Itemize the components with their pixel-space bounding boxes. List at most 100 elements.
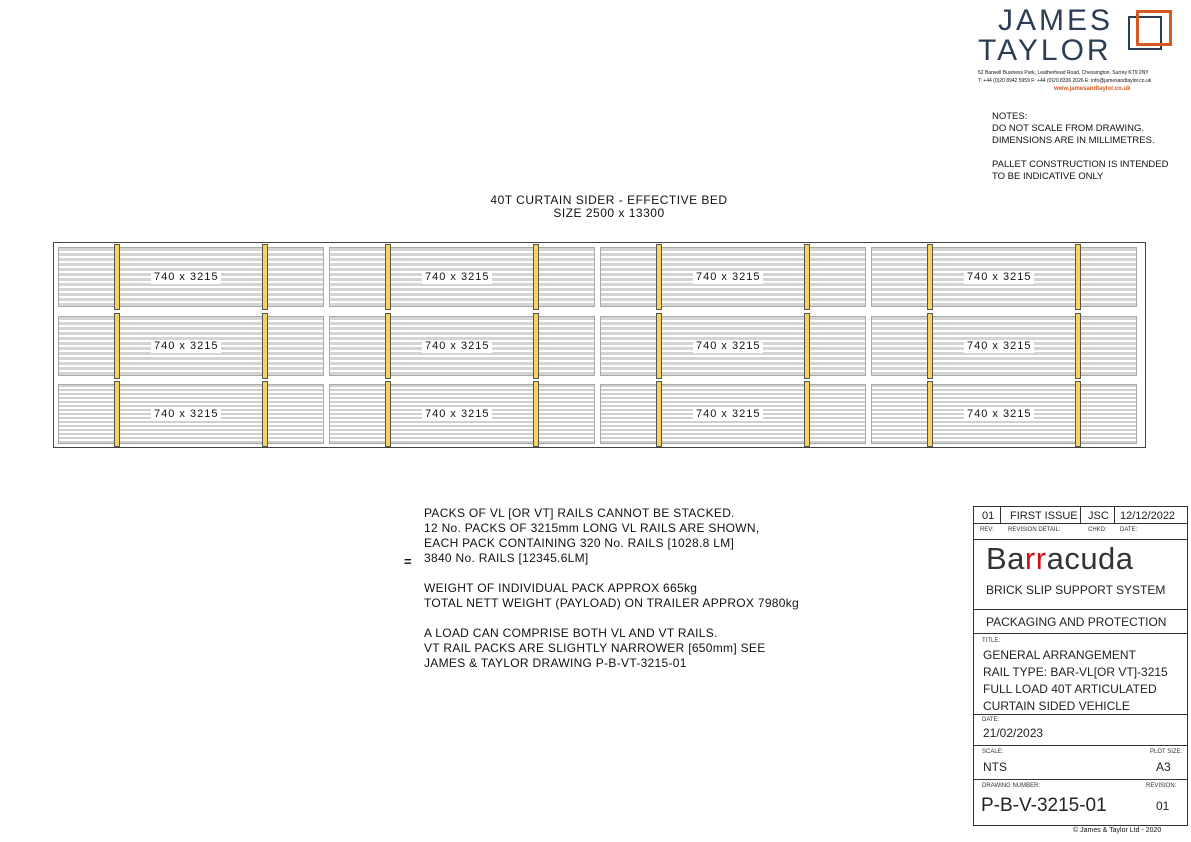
rail-pack: 740 x 3215 bbox=[329, 247, 595, 307]
rev-value: 01 bbox=[982, 510, 995, 522]
timber-bearer bbox=[927, 381, 933, 447]
rail-pack: 740 x 3215 bbox=[600, 316, 866, 376]
company-website[interactable]: www.jamesandtaylor.co.uk bbox=[1054, 86, 1131, 92]
info-line: VT RAIL PACKS ARE SLIGHTLY NARROWER [650… bbox=[424, 641, 766, 655]
drawing-notes: NOTES: DO NOT SCALE FROM DRAWING. DIMENS… bbox=[992, 111, 1182, 183]
logo-word-james: JAMES bbox=[998, 4, 1114, 37]
drawing-title: GENERAL ARRANGEMENT RAIL TYPE: BAR-VL[OR… bbox=[983, 647, 1168, 715]
note-line: TO BE INDICATIVE ONLY bbox=[992, 171, 1104, 182]
rail-pack: 740 x 3215 bbox=[600, 384, 866, 444]
rail-pack: 740 x 3215 bbox=[600, 247, 866, 307]
rail-pack: 740 x 3215 bbox=[871, 247, 1137, 307]
timber-bearer bbox=[1075, 381, 1081, 447]
brand-logo: Barracuda bbox=[986, 541, 1134, 577]
pack-dimension-label: 740 x 3215 bbox=[964, 271, 1035, 284]
timber-bearer bbox=[262, 244, 268, 310]
timber-bearer bbox=[533, 313, 539, 379]
copyright: © James & Taylor Ltd - 2020 bbox=[1073, 827, 1162, 834]
pack-dimension-label: 740 x 3215 bbox=[964, 408, 1035, 421]
rail-pack: 740 x 3215 bbox=[58, 384, 324, 444]
timber-bearer bbox=[656, 244, 662, 310]
info-line: WEIGHT OF INDIVIDUAL PACK APPROX 665kg bbox=[424, 581, 698, 595]
timber-bearer bbox=[262, 381, 268, 447]
info-line bbox=[424, 566, 799, 581]
timber-bearer bbox=[533, 244, 539, 310]
title-block: 01 FIRST ISSUE JSC 12/12/2022 REV: REVIS… bbox=[973, 506, 1188, 826]
rail-pack: 740 x 3215 bbox=[871, 316, 1137, 376]
bed-title-line1: 40T CURTAIN SIDER - EFFECTIVE BED bbox=[490, 193, 728, 207]
drawing-title-line: CURTAIN SIDED VEHICLE bbox=[983, 699, 1130, 713]
pack-dimension-label: 740 x 3215 bbox=[422, 340, 493, 353]
info-line: PACKS OF VL [OR VT] RAILS CANNOT BE STAC… bbox=[424, 506, 735, 520]
section-title: PACKAGING AND PROTECTION bbox=[986, 615, 1167, 629]
pack-dimension-label: 740 x 3215 bbox=[422, 271, 493, 284]
timber-bearer bbox=[656, 381, 662, 447]
timber-bearer bbox=[1075, 244, 1081, 310]
pack-dimension-label: 740 x 3215 bbox=[422, 408, 493, 421]
company-logo: JAMES TAYLOR 52 Barwell Business Park, L… bbox=[976, 4, 1188, 100]
timber-bearer bbox=[114, 313, 120, 379]
timber-bearer bbox=[804, 244, 810, 310]
revision-detail-value: FIRST ISSUE bbox=[1010, 510, 1078, 522]
revision-detail-label: REVISION DETAIL: bbox=[1008, 527, 1061, 533]
info-line: JAMES & TAYLOR DRAWING P-B-VT-3215-01 bbox=[424, 656, 687, 670]
equals-sign: = bbox=[404, 554, 412, 569]
rail-pack: 740 x 3215 bbox=[329, 384, 595, 444]
brand-logo-start: Ba bbox=[986, 541, 1025, 576]
pack-dimension-label: 740 x 3215 bbox=[151, 340, 222, 353]
pack-dimension-label: 740 x 3215 bbox=[693, 340, 764, 353]
checked-label: CHKD: bbox=[1088, 527, 1107, 533]
pack-dimension-label: 740 x 3215 bbox=[693, 271, 764, 284]
pack-dimension-label: 740 x 3215 bbox=[151, 271, 222, 284]
info-line: 12 No. PACKS OF 3215mm LONG VL RAILS ARE… bbox=[424, 521, 760, 535]
info-line: EACH PACK CONTAINING 320 No. RAILS [1028… bbox=[424, 536, 735, 550]
drawing-title-line: RAIL TYPE: BAR-VL[OR VT]-3215 bbox=[983, 665, 1168, 679]
drawing-number-label: DRAWING NUMBER: bbox=[982, 783, 1041, 789]
pack-dimension-label: 740 x 3215 bbox=[693, 408, 764, 421]
timber-bearer bbox=[385, 381, 391, 447]
rail-pack: 740 x 3215 bbox=[58, 247, 324, 307]
info-line: TOTAL NETT WEIGHT (PAYLOAD) ON TRAILER A… bbox=[424, 596, 800, 610]
timber-bearer bbox=[262, 313, 268, 379]
pack-dimension-label: 740 x 3215 bbox=[964, 340, 1035, 353]
scale-value: NTS bbox=[983, 760, 1007, 774]
checked-value: JSC bbox=[1088, 510, 1109, 522]
timber-bearer bbox=[656, 313, 662, 379]
rail-pack: 740 x 3215 bbox=[871, 384, 1137, 444]
revision-label: REVISION: bbox=[1146, 783, 1177, 789]
timber-bearer bbox=[385, 244, 391, 310]
drawing-title-line: GENERAL ARRANGEMENT bbox=[983, 648, 1136, 662]
company-contact: T: +44 (0)20 8942 5959 F: +44 (0)20 8336… bbox=[978, 78, 1152, 84]
note-line: PALLET CONSTRUCTION IS INTENDED bbox=[992, 159, 1169, 170]
scale-label: SCALE: bbox=[982, 749, 1004, 755]
timber-bearer bbox=[804, 313, 810, 379]
bed-title-line2: SIZE 2500 x 13300 bbox=[553, 206, 665, 220]
logo-square-orange-icon bbox=[1136, 10, 1172, 46]
date-label: DATE: bbox=[982, 717, 1000, 723]
timber-bearer bbox=[385, 313, 391, 379]
trailer-bed: 740 x 3215 740 x 3215 740 x 3215 740 x 3215… bbox=[53, 242, 1146, 448]
timber-bearer bbox=[1075, 313, 1081, 379]
date-small-label: DATE: bbox=[1120, 527, 1138, 533]
timber-bearer bbox=[114, 381, 120, 447]
plot-size-value: A3 bbox=[1156, 760, 1171, 774]
load-info: PACKS OF VL [OR VT] RAILS CANNOT BE STAC… bbox=[424, 506, 799, 671]
title-label: TITLE: bbox=[982, 638, 1001, 644]
company-address: 52 Barwell Business Park, Leatherhead Ro… bbox=[978, 70, 1149, 76]
info-line: A LOAD CAN COMPRISE BOTH VL AND VT RAILS… bbox=[424, 626, 718, 640]
info-line bbox=[424, 611, 799, 626]
note-line bbox=[992, 147, 1182, 159]
brand-logo-end: acuda bbox=[1046, 541, 1134, 576]
timber-bearer bbox=[804, 381, 810, 447]
logo-square-outline-icon bbox=[1128, 16, 1162, 50]
plot-size-label: PLOT SIZE: bbox=[1150, 749, 1183, 755]
rev-label: REV: bbox=[980, 527, 994, 533]
note-line: NOTES: bbox=[992, 111, 1028, 122]
rail-pack: 740 x 3215 bbox=[329, 316, 595, 376]
logo-word-taylor: TAYLOR bbox=[978, 34, 1112, 67]
note-line: DIMENSIONS ARE IN MILLIMETRES. bbox=[992, 135, 1155, 146]
note-line: DO NOT SCALE FROM DRAWING. bbox=[992, 123, 1145, 134]
pack-dimension-label: 740 x 3215 bbox=[151, 408, 222, 421]
timber-bearer bbox=[114, 244, 120, 310]
brand-subtitle: BRICK SLIP SUPPORT SYSTEM bbox=[986, 583, 1166, 597]
